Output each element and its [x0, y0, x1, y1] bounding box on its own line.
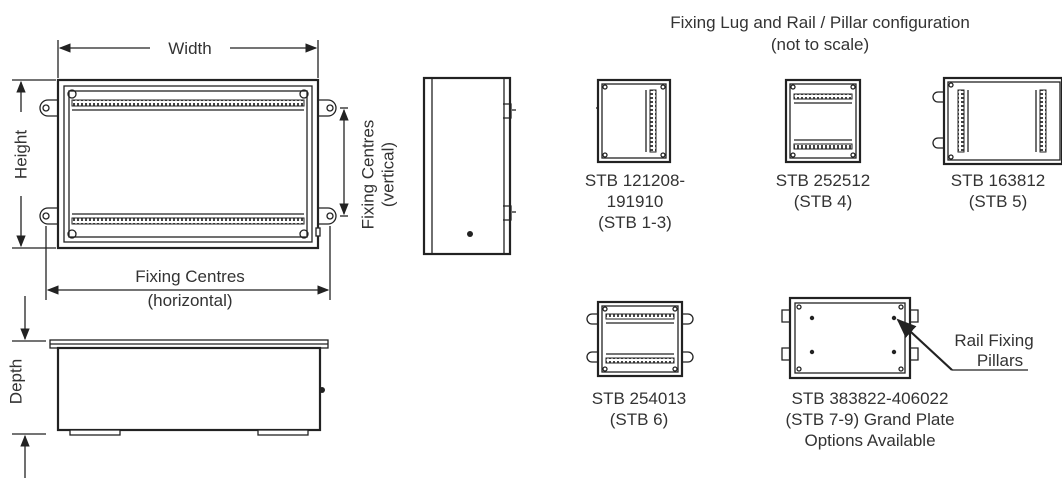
- config-thumb-stb-1-3: [596, 78, 672, 164]
- config-thumb-stb-7-9: [781, 296, 919, 380]
- caption-line: (STB 7-9) Grand Plate: [785, 410, 955, 429]
- config-thumb-stb-6: [586, 300, 694, 378]
- config-caption-stb-7-9: STB 383822-406022 (STB 7-9) Grand Plate …: [760, 388, 980, 451]
- callout-label-line1: Rail Fixing: [954, 331, 1034, 350]
- caption-line: STB 121208-: [584, 171, 686, 190]
- depth-view: [12, 296, 329, 478]
- caption-line: (STB 6): [609, 410, 669, 429]
- caption-line: STB 252512: [775, 171, 871, 190]
- caption-line: STB 163812: [950, 171, 1046, 190]
- config-caption-stb-1-3: STB 121208- 191910 (STB 1-3): [570, 170, 700, 233]
- front-view: [12, 40, 349, 300]
- fixing-centres-horizontal-label-line1: Fixing Centres: [135, 267, 245, 286]
- caption-line: (STB 4): [793, 192, 853, 211]
- config-caption-stb-6: STB 254013 (STB 6): [574, 388, 704, 430]
- config-title-line1: Fixing Lug and Rail / Pillar configurati…: [670, 13, 970, 32]
- config-caption-stb-5: STB 163812 (STB 5): [936, 170, 1060, 212]
- caption-line: Options Available: [804, 431, 936, 450]
- config-caption-stb-4: STB 252512 (STB 4): [758, 170, 888, 212]
- side-view: [422, 76, 516, 256]
- fixing-centres-horizontal-label-line2: (horizontal): [147, 291, 233, 310]
- height-label: Height: [11, 129, 31, 180]
- caption-line: (STB 1-3): [598, 213, 672, 232]
- width-label: Width: [168, 39, 212, 58]
- rail-fixing-pillars-callout: [896, 318, 1028, 371]
- fixing-centres-vertical-label-line2: (vertical): [378, 141, 398, 208]
- caption-line: STB 254013: [591, 389, 687, 408]
- caption-line: (STB 5): [968, 192, 1028, 211]
- callout-label-line2: Pillars: [976, 351, 1024, 370]
- caption-line: 191910: [606, 192, 664, 211]
- fixing-centres-vertical-label-line1: Fixing Centres: [358, 119, 378, 230]
- config-thumb-stb-5: [932, 76, 1062, 166]
- config-title-line2: (not to scale): [770, 35, 870, 54]
- config-thumb-stb-4: [784, 78, 862, 164]
- caption-line: STB 383822-406022: [791, 389, 949, 408]
- depth-label: Depth: [6, 358, 26, 405]
